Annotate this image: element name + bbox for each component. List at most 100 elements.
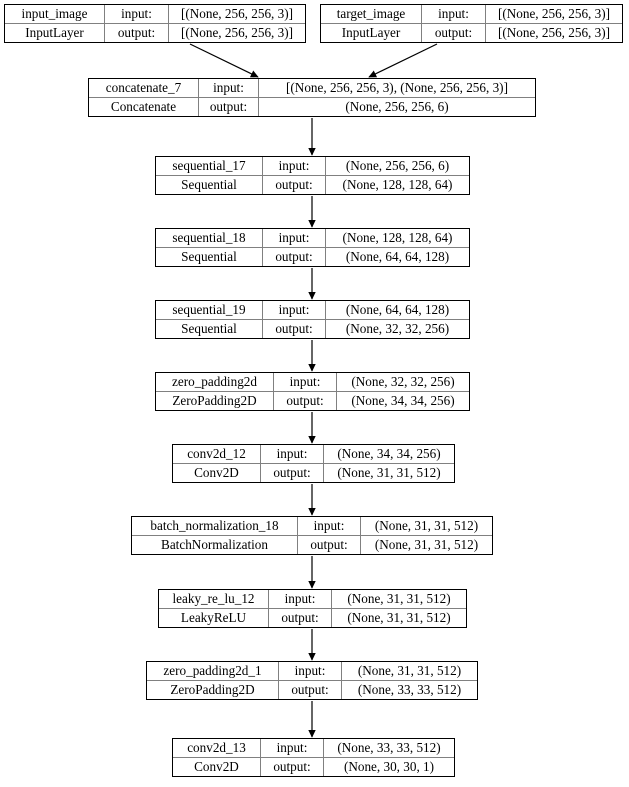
node-io-label: input:: [298, 517, 361, 535]
node-layer-name: zero_padding2d: [156, 373, 274, 391]
node-layer-name: conv2d_13: [173, 739, 261, 757]
node-layer-name: leaky_re_lu_12: [159, 590, 269, 608]
node-io-label: input:: [263, 229, 326, 247]
node-output-shape: [(None, 256, 256, 3)]: [497, 25, 611, 41]
node-output-shape: (None, 64, 64, 128): [345, 249, 450, 265]
node-output-shape: (None, 256, 256, 6): [345, 99, 449, 115]
node-io-label: output:: [261, 758, 324, 776]
node-input-shape: (None, 33, 33, 512): [337, 740, 441, 756]
node-io-label: input:: [199, 79, 259, 97]
node-output-shape: (None, 128, 128, 64): [342, 177, 453, 193]
node-layer-type: Conv2D: [173, 758, 261, 776]
node-layer-type: InputLayer: [321, 24, 422, 42]
node-layer-type: ZeroPadding2D: [147, 681, 279, 699]
node-io-label: output:: [199, 98, 259, 116]
node-io-label: output:: [263, 248, 326, 266]
node-input-shape: (None, 64, 64, 128): [345, 302, 450, 318]
node-io-label: output:: [263, 176, 326, 194]
node-layer-type: InputLayer: [5, 24, 105, 42]
node-input-shape: (None, 34, 34, 256): [337, 446, 441, 462]
node-output-shape: (None, 31, 31, 512): [374, 537, 479, 553]
node-output-shape: (None, 30, 30, 1): [343, 759, 435, 775]
node-io-label: output:: [298, 536, 361, 554]
node-input-shape: (None, 256, 256, 6): [345, 158, 450, 174]
node-input-shape: (None, 128, 128, 64): [342, 230, 453, 246]
node-io-label: output:: [274, 392, 337, 410]
node-layer-type: ZeroPadding2D: [156, 392, 274, 410]
node-input-shape: [(None, 256, 256, 3), (None, 256, 256, 3…: [286, 80, 508, 96]
node-output-shape: (None, 31, 31, 512): [347, 610, 451, 626]
node-output-shape: (None, 34, 34, 256): [351, 393, 455, 409]
node-io-label: input:: [261, 739, 324, 757]
node-input-shape: (None, 31, 31, 512): [374, 518, 479, 534]
node-io-label: input:: [263, 301, 326, 319]
node-layer-name: sequential_18: [156, 229, 263, 247]
edge-input_image-to-concatenate_7: [189, 43, 259, 78]
node-io-label: output:: [279, 681, 342, 699]
node-io-label: input:: [105, 5, 169, 23]
node-io-label: output:: [263, 320, 326, 338]
edge-target_image-to-concatenate_7: [368, 43, 438, 78]
node-output-shape: [(None, 256, 256, 3)]: [180, 25, 294, 41]
node-io-label: input:: [279, 662, 342, 680]
node-layer-name: input_image: [5, 5, 105, 23]
node-layer-type: BatchNormalization: [132, 536, 298, 554]
node-io-label: output:: [422, 24, 486, 42]
node-layer-type: Sequential: [156, 320, 263, 338]
node-input-shape: (None, 31, 31, 512): [347, 591, 451, 607]
node-input-shape: (None, 31, 31, 512): [357, 663, 462, 679]
node-layer-type: LeakyReLU: [159, 609, 269, 627]
node-layer-type: Concatenate: [89, 98, 199, 116]
node-input-shape: (None, 32, 32, 256): [351, 374, 455, 390]
node-input-shape: [(None, 256, 256, 3)]: [497, 6, 611, 22]
node-layer-name: sequential_17: [156, 157, 263, 175]
node-layer-type: Sequential: [156, 248, 263, 266]
node-output-shape: (None, 33, 33, 512): [357, 682, 462, 698]
node-layer-name: concatenate_7: [89, 79, 199, 97]
node-io-label: input:: [269, 590, 332, 608]
node-layer-name: sequential_19: [156, 301, 263, 319]
node-io-label: input:: [274, 373, 337, 391]
node-layer-name: batch_normalization_18: [132, 517, 298, 535]
node-input-shape: [(None, 256, 256, 3)]: [180, 6, 294, 22]
node-output-shape: (None, 31, 31, 512): [337, 465, 441, 481]
node-io-label: input:: [422, 5, 486, 23]
node-io-label: input:: [261, 445, 324, 463]
node-io-label: output:: [261, 464, 324, 482]
